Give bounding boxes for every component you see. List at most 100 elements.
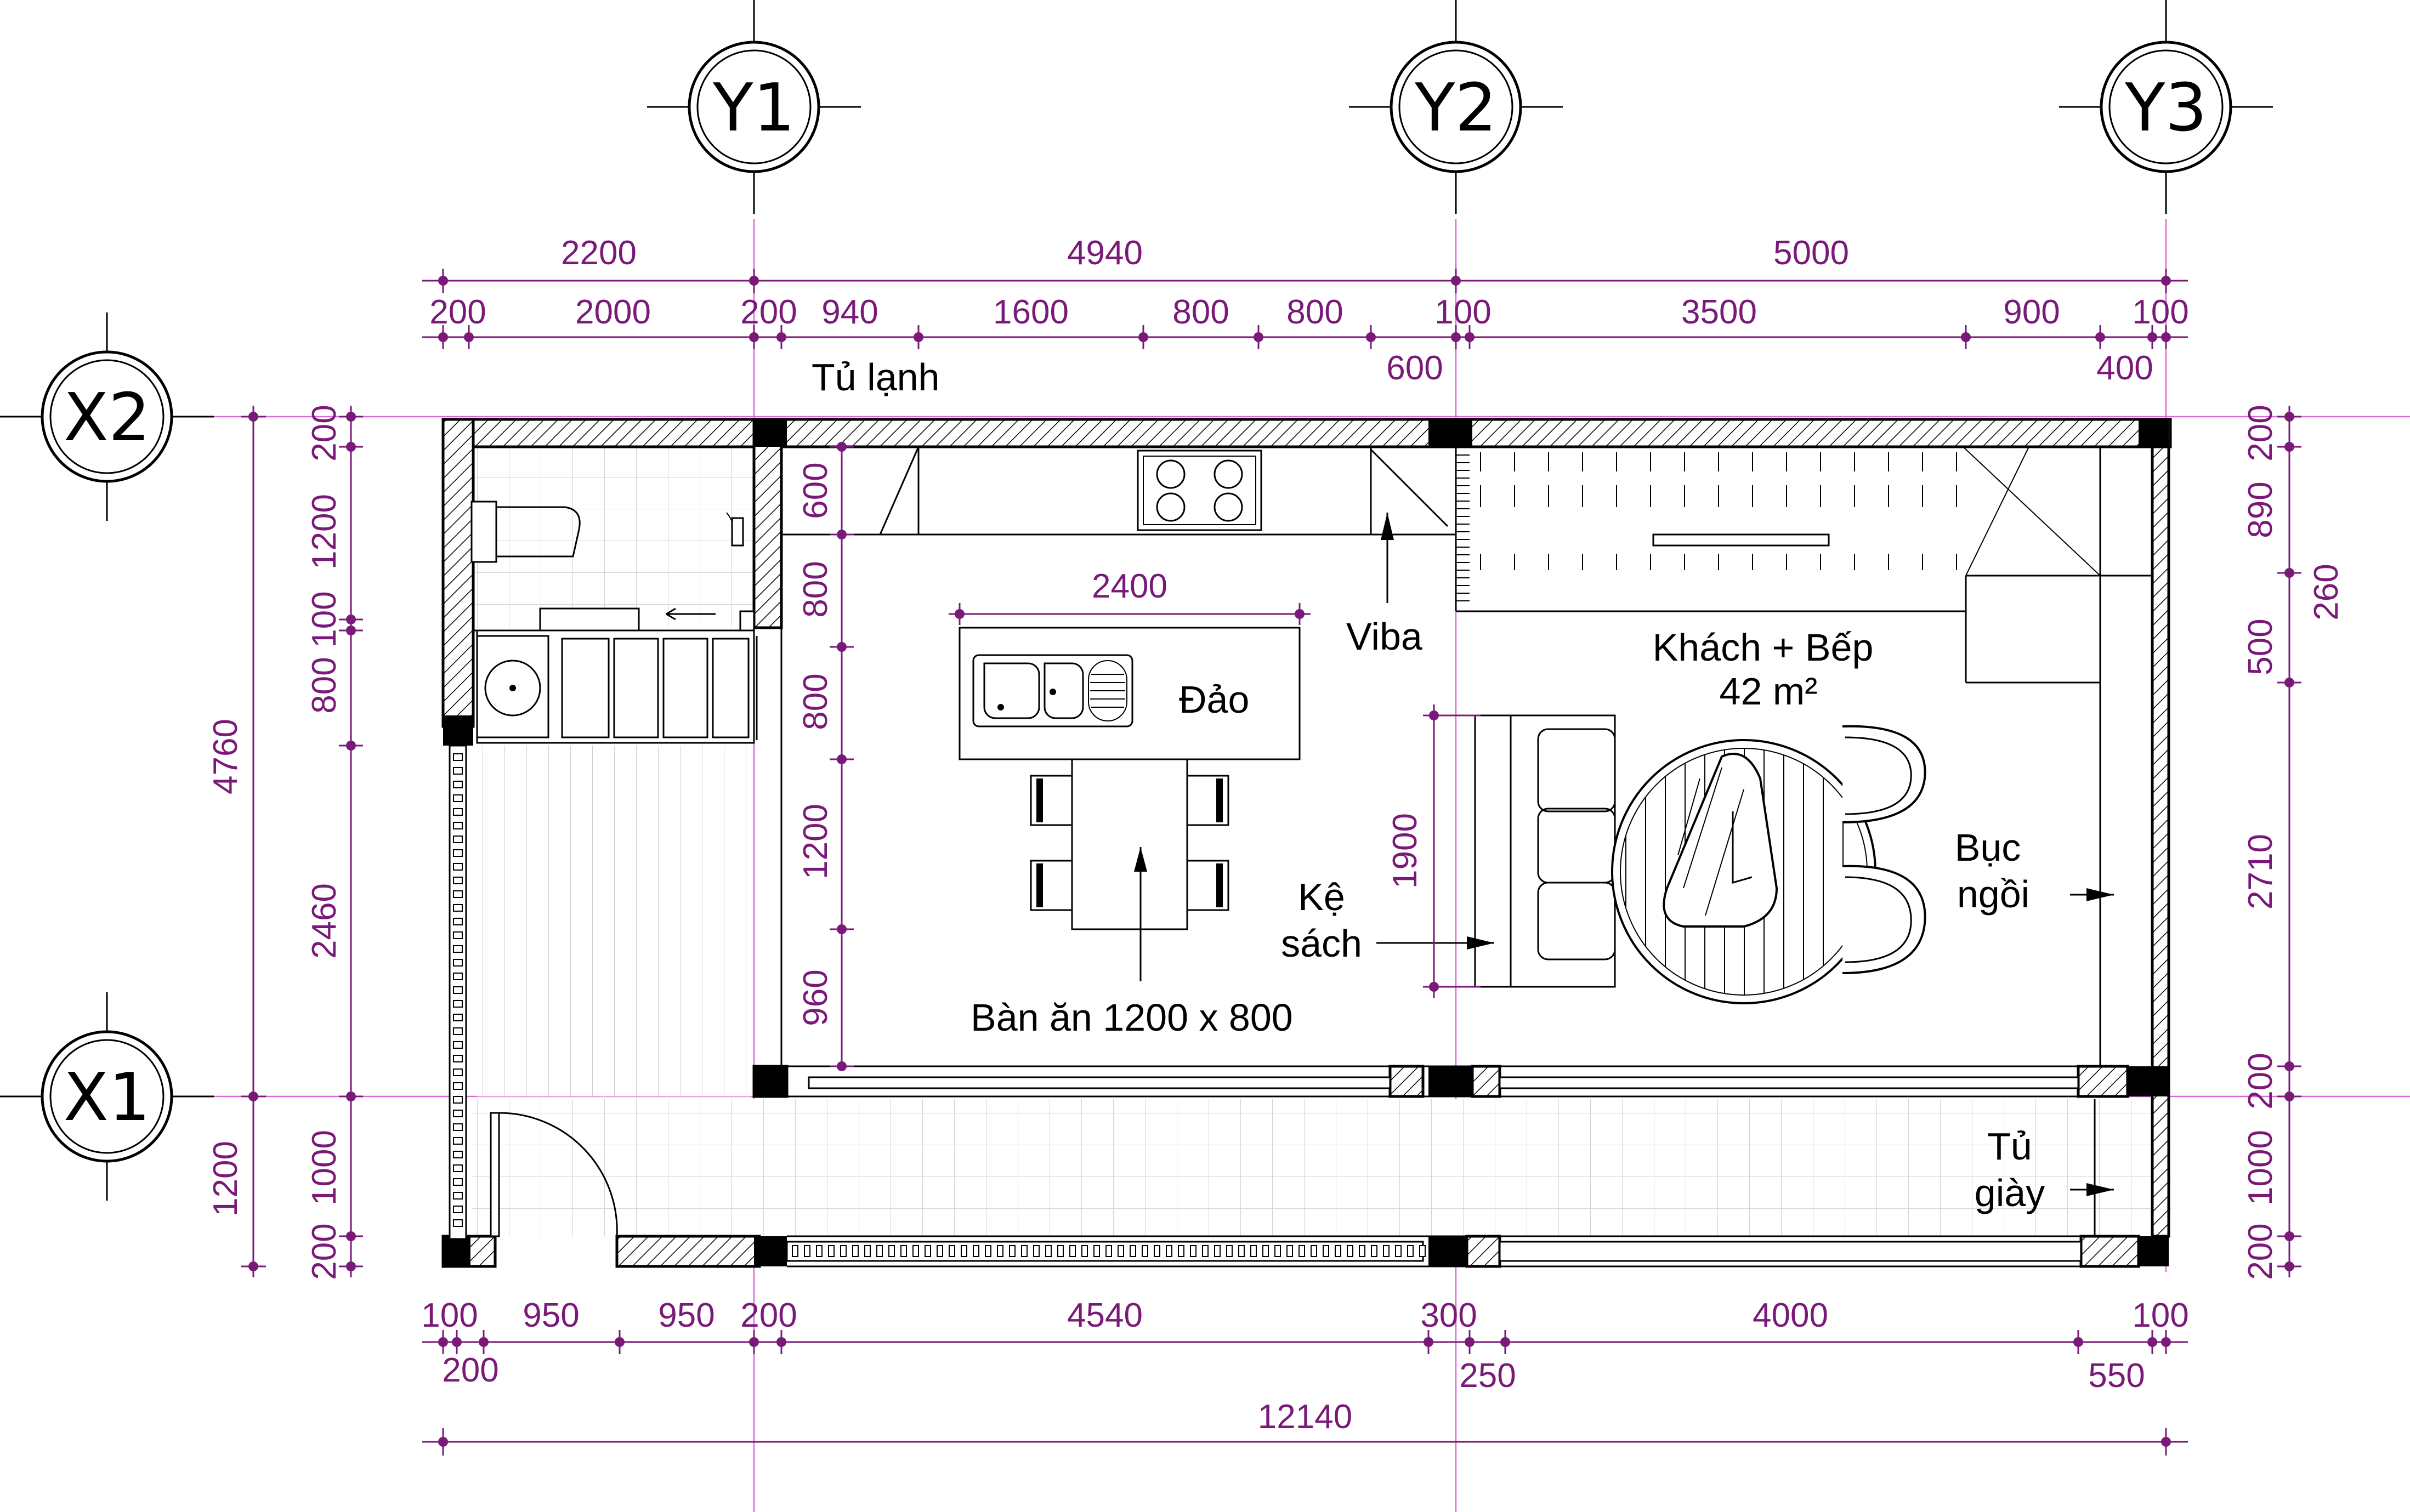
dining-table [1030,758,1229,981]
dim-bottom-total: 12140 [422,1398,2188,1456]
axis-label-x1: X1 [64,1060,151,1136]
dim-top-row2: 200 2000 200 940 1600 800 800 100 3500 9… [422,293,2189,387]
walls [441,418,2172,1268]
dim-ri-4: 200 [2242,1053,2279,1109]
label-shelf-line2: sách [1281,922,1362,965]
drainer [1088,660,1127,721]
dim-li-1: 1200 [305,494,343,570]
wc-room [470,501,755,632]
label-shoe-line1: Tủ [1987,1125,2032,1168]
dim-t3-400: 400 [2096,349,2153,387]
dim-t2-4: 1600 [993,293,1069,331]
column-x2-y1 [754,419,787,447]
dim-b1-6: 4000 [1753,1297,1828,1334]
dim-ri-1: 890 [2242,481,2279,538]
room-labels: Tủ lạnh Viba Đảo Bàn ăn 1200 x 800 Khách… [812,356,2045,1214]
wall-mid-y2 [1388,1065,1425,1098]
living-area [1474,683,2101,1066]
dim-iv-0: 600 [797,462,835,519]
dim-li-0: 200 [305,405,343,461]
column-x1-y3 [2128,1066,2169,1096]
axis-bubble-y3: Y3 [2059,0,2273,214]
label-seat-line2: ngồi [1957,873,2029,916]
kitchen-counter [781,446,1456,536]
dim-left-4760: 4760 [207,719,245,794]
label-living-line2: 42 m² [1720,670,1818,713]
dim-li-2: 100 [305,591,343,647]
dim-t2-7: 100 [1434,293,1491,331]
dim-iv-2: 800 [797,673,835,730]
corridor-tiles [472,1099,2171,1236]
wall-bottom-c [1465,1235,1501,1268]
dim-b1-5: 300 [1420,1297,1477,1334]
dim-t2-9: 900 [2003,293,2060,331]
dimensions: 2200 4940 5000 200 2000 200 940 1600 800… [207,234,2345,1456]
axis-bubble-x1: X1 [0,992,214,1201]
dim-iv-4: 960 [797,969,835,1026]
label-shelf-line1: Kệ [1298,876,1345,918]
wall-top [441,418,2172,448]
dim-li-3: 800 [305,657,343,713]
column-bl [443,1236,470,1266]
wall-left [441,418,475,728]
vanity-unit [476,629,758,744]
chairs [1030,775,1229,911]
dim-iv-3: 1200 [797,804,835,879]
label-dining: Bàn ăn 1200 x 800 [971,996,1293,1039]
dim-interior: 600 800 800 1200 960 2400 1900 [797,442,1481,1071]
axis-bubble-y2: Y2 [1349,0,1563,214]
stair-floor [477,746,751,1096]
label-fridge: Tủ lạnh [812,356,939,399]
dim-bottom-row1: 100 950 950 200 4540 300 4000 100 200 25… [421,1297,2188,1395]
column-x2-y2 [1428,419,1472,447]
column-x1-y2 [1428,1066,1472,1096]
dim-ro-260: 260 [2307,564,2345,620]
toilet [470,501,497,563]
dim-b1-3: 200 [740,1297,797,1334]
dim-island-2400: 2400 [1092,567,1167,605]
dim-t2-2: 200 [740,293,797,331]
dim-b1-4: 4540 [1067,1297,1143,1334]
kitchen-island [959,627,1301,760]
windows [449,744,2082,1262]
dim-b1-1: 950 [523,1297,579,1334]
sofa [1510,714,1616,988]
wall-right [2151,445,2170,1238]
dim-li-5: 1000 [305,1130,343,1206]
wall-bottom-d [2079,1235,2140,1268]
axis-label-y3: Y3 [2124,70,2207,146]
label-living-line1: Khách + Bếp [1653,626,1874,669]
axis-label-y1: Y1 [712,70,795,146]
column-b-y1 [754,1236,787,1266]
label-microwave: Viba [1346,615,1422,658]
dim-total-12140: 12140 [1258,1398,1352,1436]
wc-tiles [472,447,757,628]
wall-mid-y2b [1471,1065,1501,1098]
label-arrows [1376,513,2114,1196]
axis-label-y2: Y2 [1414,70,1497,146]
dim-ri-0: 200 [2242,405,2279,461]
dim-t2-8: 3500 [1681,293,1757,331]
floor-finishes [472,447,2171,1236]
dim-li-6: 200 [305,1223,343,1280]
dim-t2-0: 200 [429,293,486,331]
dim-b1-7: 100 [2132,1297,2188,1334]
dim-t2-3: 940 [821,293,878,331]
armchair-top [1842,725,1926,823]
column-left-mid [443,715,473,746]
dim-b1-0: 100 [421,1297,478,1334]
dim-t2-5: 800 [1172,293,1229,331]
column-x1-y1 [754,1066,787,1096]
dim-ri-6: 200 [2242,1223,2279,1280]
axis-bubble-y1: Y1 [647,0,861,214]
wall-bottom-b [615,1235,761,1268]
stair [1455,446,2152,684]
dim-t2-1: 2000 [575,293,651,331]
dim-b2-550: 550 [2088,1357,2145,1395]
axis-bubbles: Y1 Y2 Y3 X2 X1 [0,0,2273,1201]
dim-b1-2: 950 [658,1297,715,1334]
dim-ri-5: 1000 [2242,1130,2279,1206]
axis-bubble-x2: X2 [0,312,214,521]
armchair-bottom [1842,865,1926,974]
column-br [2139,1236,2169,1266]
